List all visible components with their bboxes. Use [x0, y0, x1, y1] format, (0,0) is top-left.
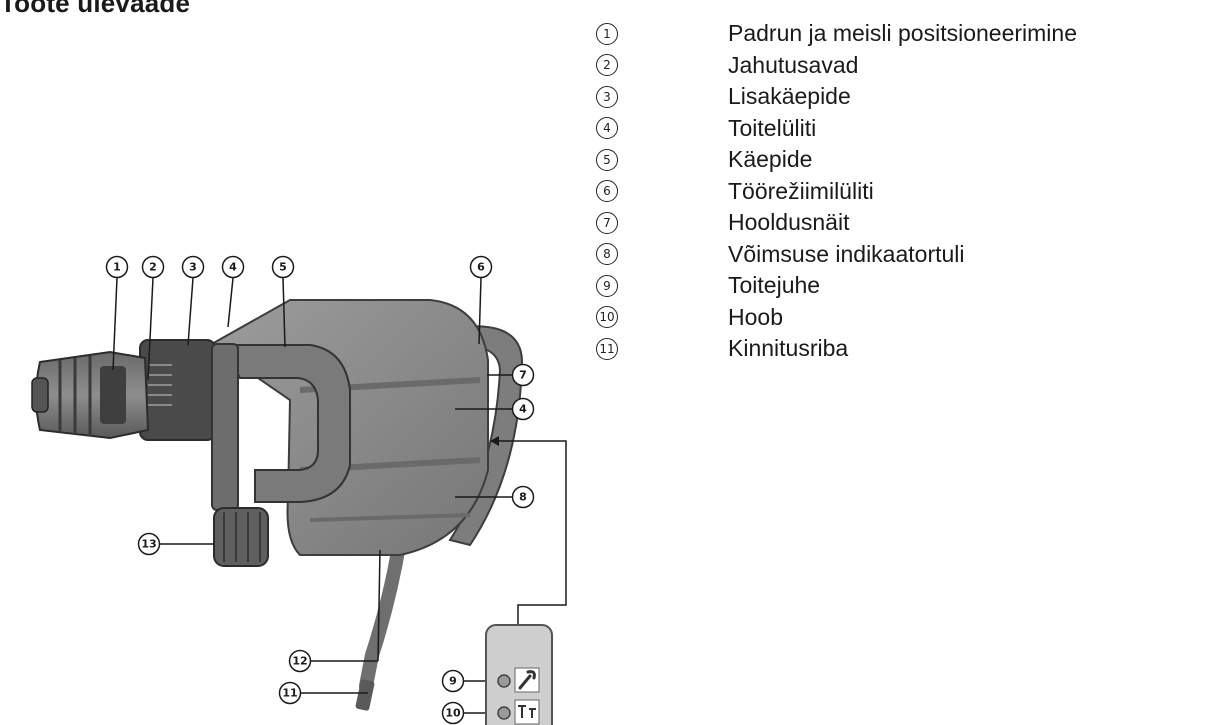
power-cord [359, 533, 407, 693]
legend-number: 8 [596, 243, 618, 266]
legend-number: 5 [596, 148, 618, 171]
legend-item: 2 Jahutusavad [596, 50, 1077, 82]
callout-2-number: 2 [149, 261, 157, 274]
legend-label: Kinnitusriba [728, 335, 849, 362]
callout-1 [105, 255, 129, 279]
power-indicator-lamp [497, 706, 511, 720]
callout-5-number: 5 [279, 261, 287, 274]
legend-number: 4 [596, 117, 618, 140]
legend-number: 3 [596, 85, 618, 108]
legend-label: Toitelüliti [728, 114, 817, 141]
callout-9 [441, 669, 465, 693]
legend-item: 11 Kinnitusriba [596, 333, 1077, 365]
callout-4-side [511, 397, 535, 421]
legend-item: 5 Käepide [596, 144, 1077, 176]
callout-2 [141, 255, 165, 279]
callout-12 [288, 649, 312, 673]
section-heading: Toote ülevaade [0, 0, 191, 18]
auxiliary-handle-column [211, 343, 239, 511]
legend-label: Padrun ja meisli positsioneerimine [728, 20, 1077, 47]
legend-item: 8 Võimsuse indikaatortuli [596, 239, 1077, 271]
callout-13-number: 13 [141, 538, 156, 551]
callout-6 [469, 255, 493, 279]
legend-item: 6 Töörežiimilüliti [596, 176, 1077, 208]
callout-3-number: 3 [189, 261, 197, 274]
legend-label: Toitejuhe [728, 272, 821, 299]
callout-11-number: 11 [282, 687, 297, 700]
indicator-arrow [490, 436, 499, 446]
legend-item: 9 Toitejuhe [596, 270, 1077, 302]
parts-legend: 1 Padrun ja meisli positsioneerimine 2 Jah… [596, 18, 1077, 365]
legend-item: 10 Hoob [596, 302, 1077, 334]
legend-item: 7 Hooldusnäit [596, 207, 1077, 239]
callout-5 [271, 255, 295, 279]
callout-10 [441, 701, 465, 725]
callout-7-number: 7 [519, 369, 527, 382]
legend-number: 11 [596, 337, 618, 360]
legend-item: 4 Toitelüliti [596, 113, 1077, 145]
callout-9-number: 9 [449, 675, 457, 688]
callout-13 [137, 532, 161, 556]
legend-label: Käepide [728, 146, 813, 173]
service-indicator-lamp [497, 674, 511, 688]
callout-4-top [221, 255, 245, 279]
callout-4-top-number: 4 [229, 261, 237, 274]
legend-number: 9 [596, 274, 618, 297]
callout-3 [181, 255, 205, 279]
legend-label: Hooldusnäit [728, 209, 850, 236]
legend-label: Töörežiimilüliti [728, 177, 874, 204]
legend-item: 3 Lisakäepide [596, 81, 1077, 113]
callout-10-number: 10 [445, 707, 461, 720]
callout-4-side-number: 4 [519, 403, 527, 416]
legend-label: Võimsuse indikaatortuli [728, 240, 965, 267]
legend-item: 1 Padrun ja meisli positsioneerimine [596, 18, 1077, 50]
legend-number: 7 [596, 211, 618, 234]
callout-8-number: 8 [519, 491, 527, 504]
callout-8 [511, 485, 535, 509]
legend-number: 6 [596, 180, 618, 203]
legend-label: Jahutusavad [728, 51, 859, 78]
legend-label: Lisakäepide [728, 83, 851, 110]
tool-illustration: 1 2 3 4 5 6 7 4 8 13 12 11 9 10 [31, 255, 567, 725]
callout-6-number: 6 [477, 261, 485, 274]
callout-1-number: 1 [113, 261, 121, 274]
auxiliary-handle-grip [213, 507, 269, 567]
wrench-icon [514, 667, 540, 693]
main-handle [229, 344, 351, 503]
power-level-icon [514, 699, 540, 725]
callout-12-number: 12 [292, 655, 307, 668]
callout-7 [511, 363, 535, 387]
chuck [35, 350, 150, 440]
callout-11 [278, 681, 302, 705]
legend-number: 1 [596, 22, 618, 45]
legend-number: 10 [596, 306, 618, 329]
legend-label: Hoob [728, 303, 783, 330]
cooling-vents [139, 339, 216, 441]
rear-handle [438, 325, 524, 547]
power-cord-plug [355, 679, 375, 711]
legend-number: 2 [596, 54, 618, 77]
